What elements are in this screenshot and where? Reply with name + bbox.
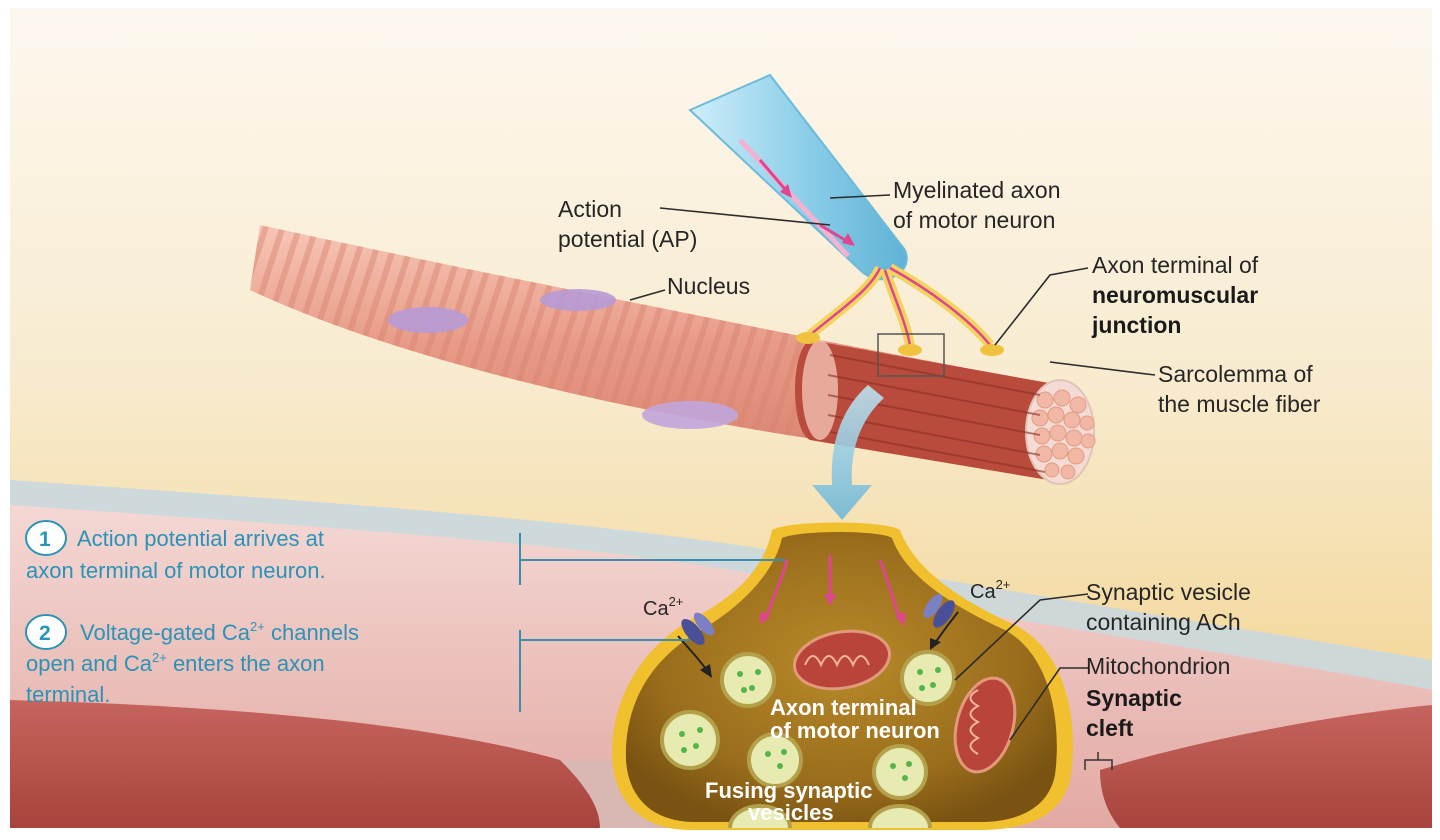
synaptic-vesicle (872, 744, 928, 800)
label-axon-terminal: junction (1091, 312, 1181, 338)
label-ca-right: Ca2+ (970, 577, 1010, 603)
nucleus-shape (388, 307, 468, 333)
myofibril-bundle (795, 340, 1096, 485)
label-action-potential: Action (558, 196, 622, 222)
step-1-bracket (519, 533, 785, 585)
label-synaptic-vesicle: containing ACh (1086, 609, 1241, 635)
muscle-fold-right (1100, 705, 1432, 828)
label-sarcolemma: Sarcolemma of (1158, 361, 1313, 387)
step-2-number: 2 (39, 622, 51, 645)
label-fusing-vesicles: Fusing synaptic (705, 778, 872, 803)
step-1-text: axon terminal of motor neuron. (26, 558, 326, 583)
label-action-potential: potential (AP) (558, 226, 697, 252)
label-axon-terminal-inner: of motor neuron (770, 718, 940, 743)
label-ca-left: Ca2+ (643, 594, 683, 620)
label-myelinated-axon: of motor neuron (893, 207, 1055, 233)
axon-terminal-enlarged (611, 522, 1073, 830)
calcium-channel-right (923, 594, 955, 628)
zoom-arrow (812, 385, 884, 520)
step-1-number: 1 (39, 528, 51, 551)
step-1-text: Action potential arrives at (77, 526, 324, 551)
label-myelinated-axon: Myelinated axon (893, 177, 1061, 203)
step-1-circle (25, 520, 67, 556)
label-synaptic-vesicle: Synaptic vesicle (1086, 579, 1251, 605)
label-sarcolemma: the muscle fiber (1158, 391, 1321, 417)
synaptic-vesicle (720, 652, 776, 708)
label-mitochondrion: Mitochondrion (1086, 653, 1230, 679)
fusing-vesicle (728, 804, 932, 829)
label-axon-terminal-inner: Axon terminal (770, 695, 917, 720)
mitochondrion-shape (792, 629, 892, 691)
synaptic-vesicle (900, 650, 956, 706)
leader-lines (629, 194, 1156, 741)
label-synaptic-cleft: cleft (1086, 715, 1134, 741)
step-2-text: open and Ca2+ enters the axon (26, 650, 325, 676)
step-1: 1 Action potential arrives at axon termi… (25, 520, 326, 583)
step-2: 2 Voltage-gated Ca2+ channels open and C… (25, 614, 359, 707)
label-axon-terminal: neuromuscular (1092, 282, 1258, 308)
label-synaptic-cleft: Synaptic (1086, 685, 1182, 711)
mitochondrion-shape (953, 676, 1017, 774)
synaptic-vesicle (660, 710, 720, 770)
step-2-text: Voltage-gated Ca2+ channels (80, 619, 359, 645)
calcium-channel-left (681, 612, 715, 646)
zoom-region-box (877, 333, 945, 377)
label-nucleus: Nucleus (667, 273, 750, 299)
synaptic-vesicle (747, 732, 803, 788)
label-axon-terminal: Axon terminal of (1092, 252, 1259, 278)
step-2-bracket (519, 630, 690, 712)
muscle-fold-left (10, 700, 604, 828)
nucleus-shape (540, 289, 616, 311)
step-2-circle (25, 614, 67, 650)
label-fusing-vesicles: vesicles (748, 800, 834, 825)
step-2-text: terminal. (26, 682, 110, 707)
myelinated-axon (688, 73, 1004, 377)
nucleus-shape (642, 401, 738, 429)
